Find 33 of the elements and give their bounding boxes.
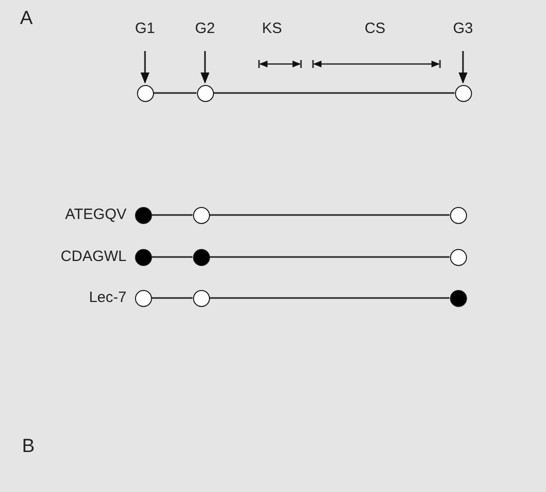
connector-line (152, 256, 192, 258)
row-label: ATEGQV (65, 206, 126, 223)
filled-circle (192, 248, 210, 266)
connector-line (210, 214, 450, 216)
filled-circle (134, 206, 152, 224)
open-circle (450, 248, 466, 266)
open-circle (450, 206, 466, 224)
open-circle (192, 290, 210, 306)
open-circle (136, 84, 154, 102)
connector-line (210, 256, 450, 258)
arrow (200, 51, 210, 84)
filled-circle (450, 290, 466, 306)
panel-label: A (20, 8, 33, 29)
domain-label: KS (262, 20, 282, 37)
arrow (140, 51, 150, 84)
panel-label: B (22, 436, 35, 457)
connector-line (152, 297, 192, 299)
open-circle (196, 84, 214, 102)
filled-circle (134, 248, 152, 266)
arrow (458, 51, 468, 84)
row-label: CDAGWL (60, 248, 126, 265)
open-circle (192, 206, 210, 224)
open-circle (454, 84, 472, 102)
gene-label: G3 (452, 20, 473, 37)
gene-label: G2 (194, 20, 215, 37)
open-circle (134, 290, 152, 306)
domain-label: CS (364, 20, 386, 37)
connector-line (214, 92, 454, 94)
gene-label: G1 (134, 20, 155, 37)
connector-line (152, 214, 192, 216)
connector-line (210, 297, 450, 299)
connector-line (154, 92, 196, 94)
row-label: Lec-7 (88, 289, 126, 306)
